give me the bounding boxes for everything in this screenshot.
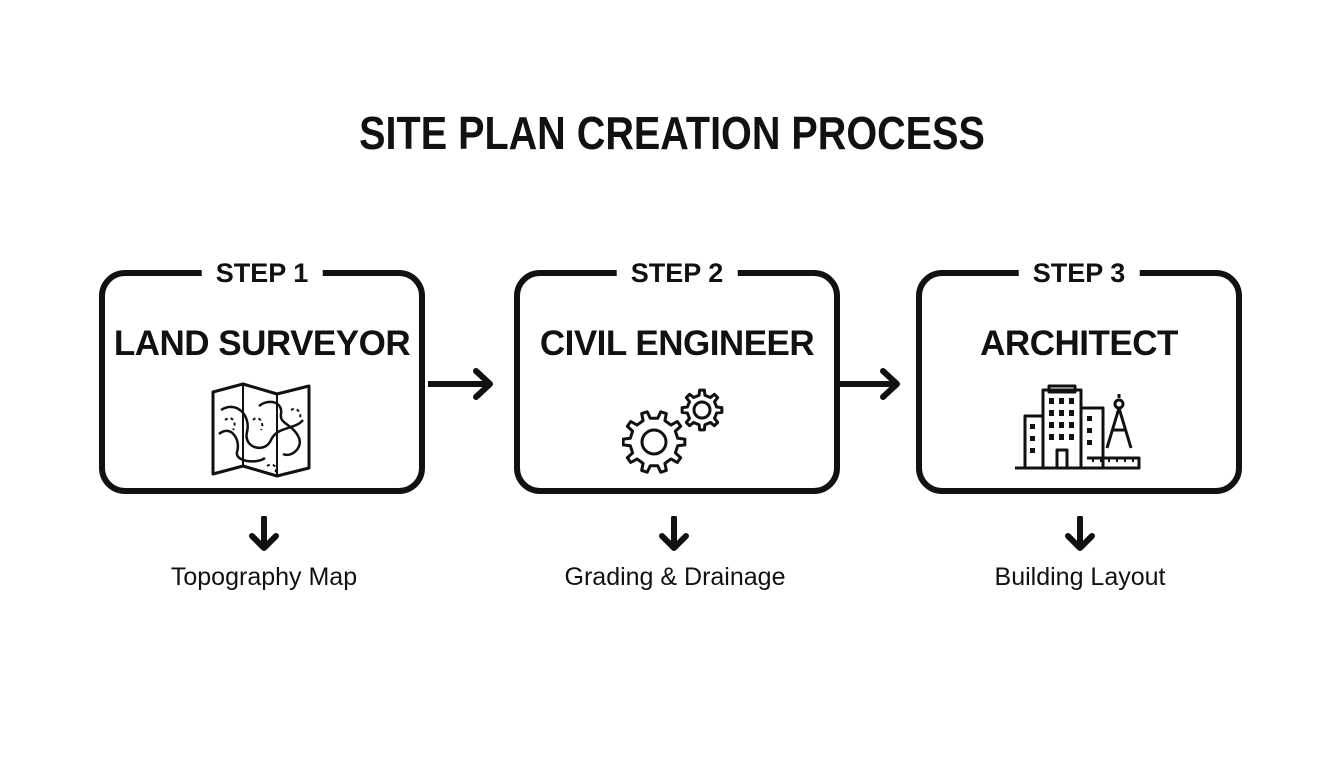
step-2-label: STEP 2 [616, 256, 738, 290]
arrow-down-icon [249, 516, 279, 551]
arrow-right-icon [835, 368, 900, 400]
step-3-box: STEP 3 ARCHITECT [916, 256, 1242, 494]
step-1-box: STEP 1 LAND SURVEYOR [99, 256, 425, 494]
arrow-down-icon [659, 516, 689, 551]
step-2-box: STEP 2 CIVIL ENGINEER [514, 256, 840, 494]
step-3-label: STEP 3 [1018, 256, 1140, 290]
arrow-down-icon [1065, 516, 1095, 551]
diagram-title: SITE PLAN CREATION PROCESS [359, 107, 985, 159]
step-1-output: Topography Map [170, 563, 358, 591]
step-3-role: ARCHITECT [980, 324, 1178, 363]
gears-icon [622, 388, 724, 474]
step-2-role: CIVIL ENGINEER [539, 324, 815, 363]
step-1-label: STEP 1 [201, 256, 323, 290]
building-compass-icon [1015, 384, 1141, 470]
step-1-role: LAND SURVEYOR [113, 324, 411, 363]
step-2-output: Grading & Drainage [564, 563, 786, 591]
arrow-right-icon [428, 368, 493, 400]
topographic-map-icon [211, 382, 311, 478]
step-3-output: Building Layout [994, 563, 1166, 591]
